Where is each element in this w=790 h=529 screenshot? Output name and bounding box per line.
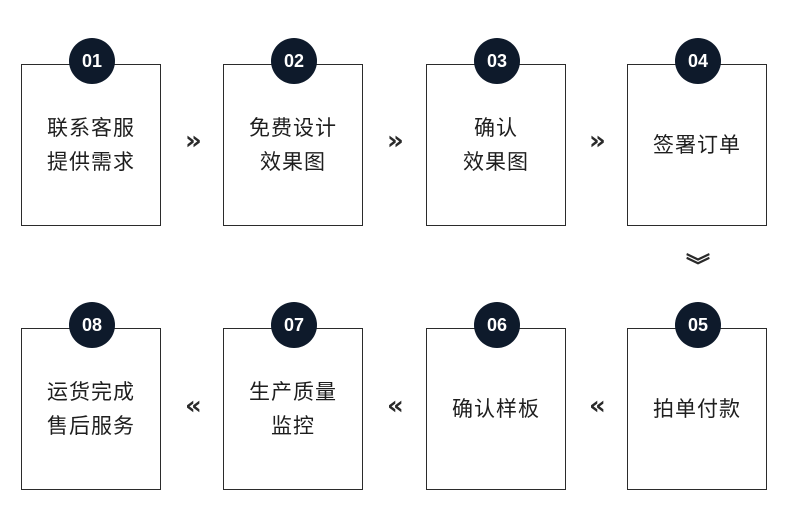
step-label: 拍单付款 xyxy=(653,397,741,421)
step-number-badge: 06 xyxy=(474,302,520,348)
step-number-badge: 04 xyxy=(675,38,721,84)
step-label: 监控 xyxy=(271,414,315,438)
step-label: 确认样板 xyxy=(452,397,540,421)
step-box-06: 确认样板 xyxy=(426,328,566,490)
step-label: 签署订单 xyxy=(653,133,741,157)
step-box-05: 拍单付款 xyxy=(627,328,767,490)
step-label: 确认 xyxy=(474,116,518,140)
step-box-04: 签署订单 xyxy=(627,64,767,226)
left-arrow-icon: « xyxy=(589,391,606,421)
step-box-02: 免费设计 效果图 xyxy=(223,64,363,226)
step-label: 售后服务 xyxy=(47,414,135,438)
right-arrow-icon: » xyxy=(185,126,202,156)
step-number-badge: 05 xyxy=(675,302,721,348)
down-arrow-icon: ︾ xyxy=(686,252,710,280)
step-number-badge: 07 xyxy=(271,302,317,348)
step-label: 免费设计 xyxy=(249,116,337,140)
step-label: 生产质量 xyxy=(249,380,337,404)
step-label: 运货完成 xyxy=(47,380,135,404)
right-arrow-icon: » xyxy=(589,126,606,156)
step-number-badge: 08 xyxy=(69,302,115,348)
step-box-01: 联系客服 提供需求 xyxy=(21,64,161,226)
step-label: 提供需求 xyxy=(47,150,135,174)
right-arrow-icon: » xyxy=(387,126,404,156)
step-number-badge: 02 xyxy=(271,38,317,84)
left-arrow-icon: « xyxy=(185,391,202,421)
step-number-badge: 01 xyxy=(69,38,115,84)
left-arrow-icon: « xyxy=(387,391,404,421)
step-box-08: 运货完成 售后服务 xyxy=(21,328,161,490)
step-box-07: 生产质量 监控 xyxy=(223,328,363,490)
step-number-badge: 03 xyxy=(474,38,520,84)
step-box-03: 确认 效果图 xyxy=(426,64,566,226)
step-label: 效果图 xyxy=(260,150,326,174)
step-label: 联系客服 xyxy=(47,116,135,140)
step-label: 效果图 xyxy=(463,150,529,174)
